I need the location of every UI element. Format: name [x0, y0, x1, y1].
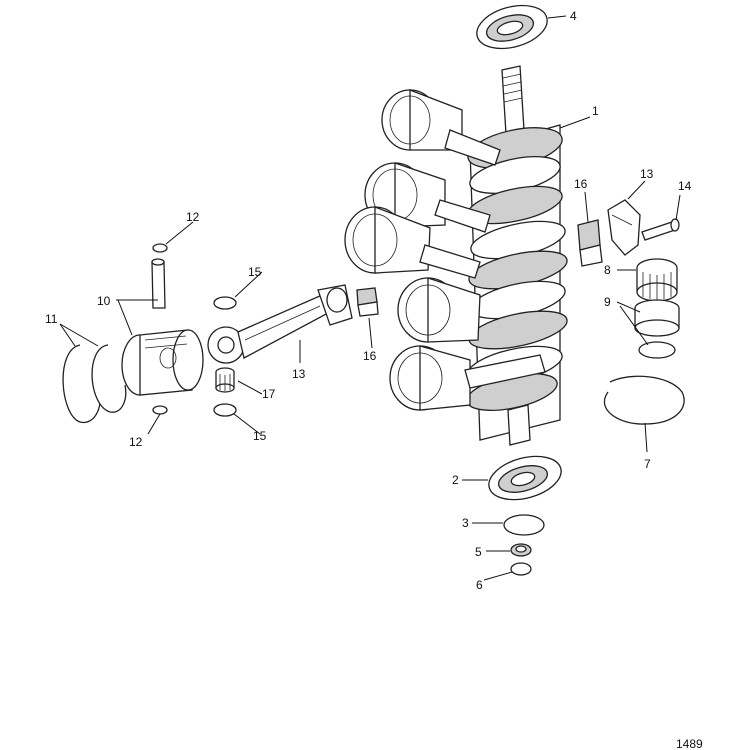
large-snap-ring [603, 375, 685, 425]
callout-11: 11 [45, 312, 58, 326]
cage-screw [641, 218, 680, 241]
callout-14: 14 [678, 179, 692, 193]
crankshaft [466, 65, 568, 446]
assembled-piston-3 [344, 206, 481, 279]
callout-2: 2 [452, 473, 459, 487]
connecting-rod [207, 284, 353, 364]
sleeve-ring [638, 341, 676, 359]
callout-1: 1 [592, 104, 599, 118]
callout-3: 3 [462, 516, 469, 530]
bearing-halves-left [356, 287, 379, 317]
assembled-piston-2 [364, 162, 491, 233]
bearing-halves-right [577, 219, 603, 267]
callout-6: 6 [476, 578, 483, 592]
piston-pin [151, 258, 166, 309]
callout-10: 10 [97, 294, 111, 308]
assembled-piston-4 [397, 277, 481, 343]
callout-15-lower: 15 [253, 429, 267, 443]
pin-retainer-upper [152, 243, 168, 253]
callout-7: 7 [644, 457, 651, 471]
callout-13-right: 13 [640, 167, 654, 181]
callout-17: 17 [262, 387, 276, 401]
piston-ring-2 [91, 344, 127, 413]
retaining-ring [503, 514, 545, 536]
bearing-cage-right [607, 199, 641, 256]
leader-lines [59, 15, 681, 581]
callout-13-left: 13 [292, 367, 306, 381]
bearing-race [510, 543, 532, 557]
piston [121, 329, 204, 396]
thrust-washer-upper [213, 296, 237, 310]
callout-12-upper: 12 [186, 210, 200, 224]
callout-9: 9 [604, 295, 611, 309]
pin-retainer-lower [152, 405, 168, 415]
assembled-piston-5 [389, 345, 546, 411]
top-ball-bearing [476, 4, 548, 50]
callout-16-right: 16 [574, 177, 588, 191]
callout-15-upper: 15 [248, 265, 262, 279]
lower-ball-bearing [488, 455, 562, 501]
callout-16-left: 16 [363, 349, 377, 363]
small-needle-bearing [215, 367, 235, 393]
needle-bearing [636, 258, 678, 302]
assembled-piston-1 [381, 89, 501, 166]
seal-ring [510, 562, 532, 576]
callout-12-lower: 12 [129, 435, 143, 449]
bearing-sleeve [634, 299, 680, 337]
figure-number: 1489 [676, 737, 703, 750]
callout-5: 5 [475, 545, 482, 559]
callout-4: 4 [570, 9, 577, 23]
piston-ring-1 [62, 344, 101, 424]
thrust-washer-lower [213, 403, 237, 417]
callout-8: 8 [604, 263, 611, 277]
